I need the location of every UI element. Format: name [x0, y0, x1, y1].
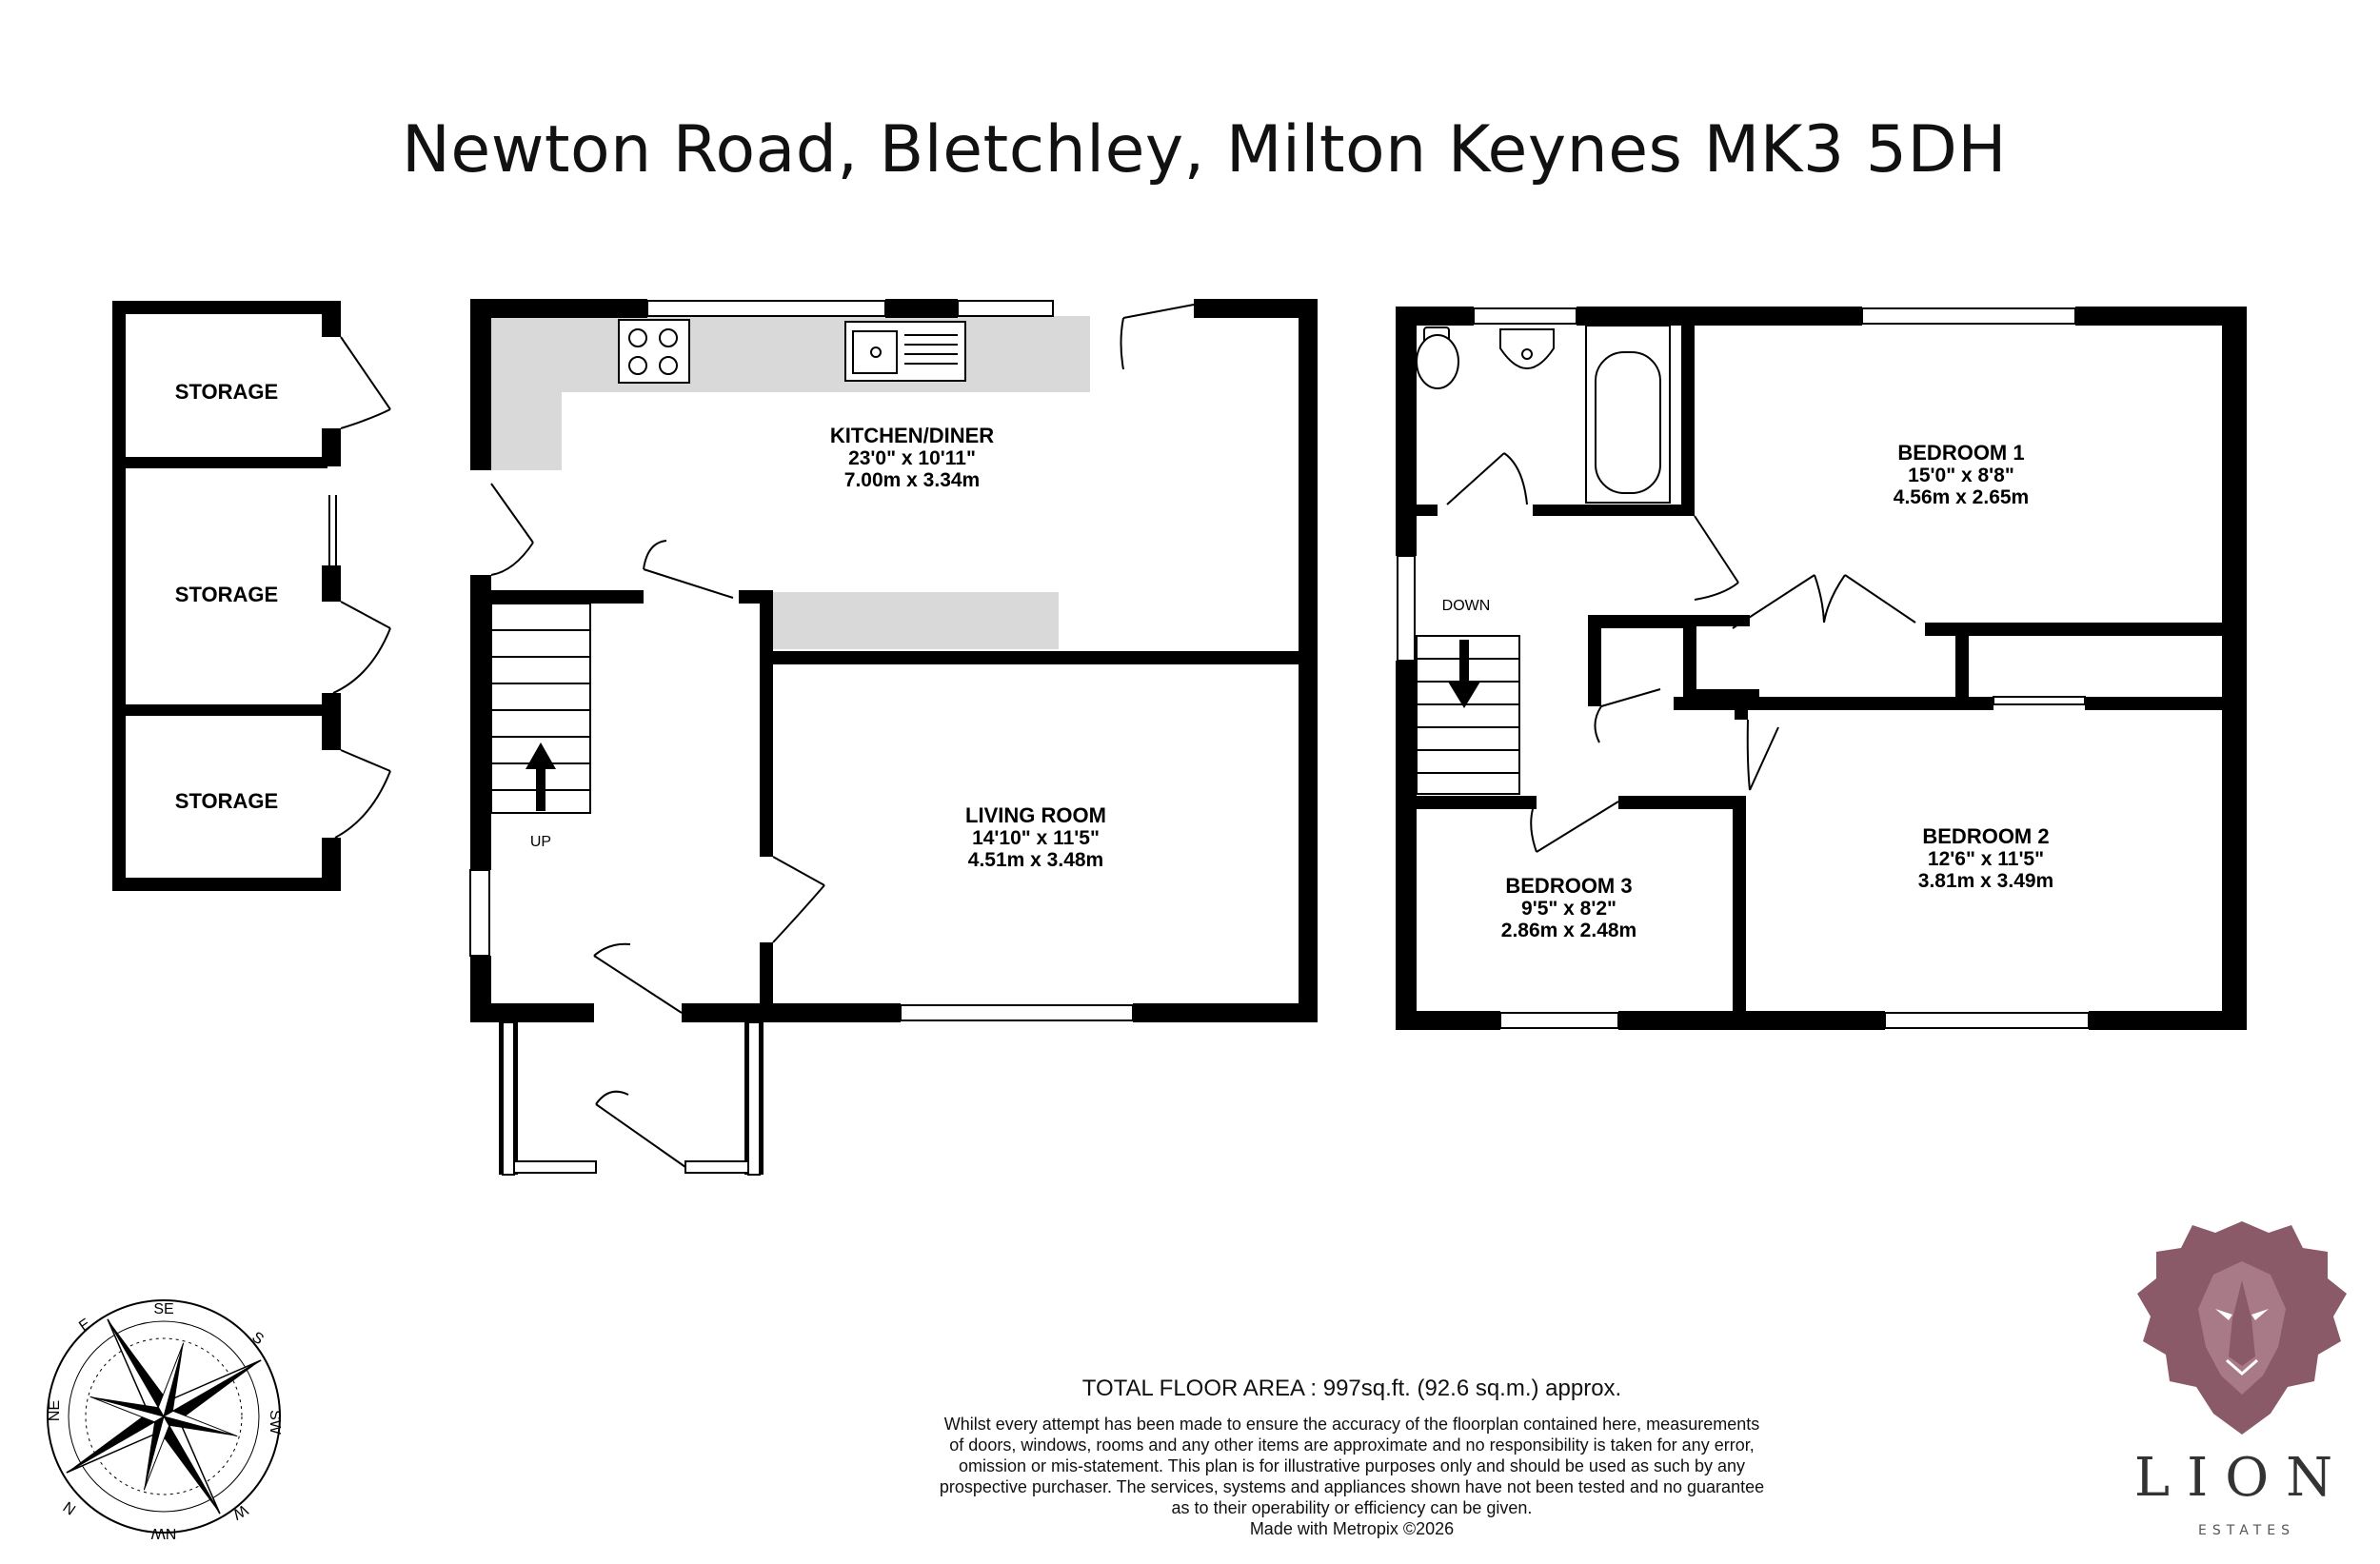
kitchen-metric: 7.00m x 3.34m [844, 469, 980, 491]
bedroom1-name: BEDROOM 1 [1897, 441, 2024, 465]
first-doors [1446, 452, 1916, 853]
kitchen-worktop [491, 316, 1090, 470]
logo-word: LION [2133, 1447, 2350, 1509]
total-floor-area: TOTAL FLOOR AREA : 997sq.ft. (92.6 sq.m.… [1081, 1376, 1622, 1401]
lion-logo-icon [2137, 1221, 2347, 1435]
compass-icon: SE S SW W NW N NE E [47, 1299, 283, 1541]
arrow-up-icon [526, 742, 556, 811]
disclaimer-line: omission or mis-statement. This plan is … [958, 1456, 1746, 1475]
compass-label-se: SE [153, 1301, 173, 1317]
living-name: LIVING ROOM [965, 803, 1106, 827]
disclaimer: Whilst every attempt has been made to en… [704, 1414, 1999, 1539]
disclaimer-line: as to their operability or efficiency ca… [1171, 1498, 1533, 1517]
bathroom-fixtures [1416, 325, 1671, 504]
compass-label-sw: SW [267, 1410, 283, 1435]
toilet-icon [1416, 334, 1459, 389]
kitchen-imperial: 23'0" x 10'11" [848, 447, 976, 469]
stairs-down-label: DOWN [1442, 598, 1491, 614]
bedroom2-metric: 3.81m x 3.49m [1918, 870, 2053, 892]
compass-label-ne: NE [47, 1400, 63, 1421]
storage-doors [328, 336, 391, 839]
storage-label-3: STORAGE [175, 789, 278, 813]
bedroom1-metric: 4.56m x 2.65m [1894, 486, 2029, 508]
compass-label-w: W [229, 1501, 250, 1523]
arrow-down-icon [1448, 640, 1480, 708]
first-floor: DOWN BEDROOM 1 15'0" x 8'8" 4.56m x 2.65… [1396, 307, 2247, 1030]
compass-label-nw: NW [150, 1525, 177, 1541]
ground-doors [490, 304, 1195, 1168]
bedroom3-metric: 2.86m x 2.48m [1501, 920, 1636, 941]
bedroom3-imperial: 9'5" x 8'2" [1521, 898, 1616, 920]
compass-label-e: E [76, 1316, 93, 1335]
sink [844, 321, 966, 382]
compass-label-s: S [248, 1329, 266, 1348]
plan-title: Newton Road, Bletchley, Milton Keynes MK… [402, 112, 2007, 188]
disclaimer-line: Whilst every attempt has been made to en… [943, 1415, 1760, 1434]
disclaimer-line: prospective purchaser. The services, sys… [939, 1477, 1765, 1496]
logo-sub: ESTATES [2198, 1523, 2295, 1538]
bedroom2-name: BEDROOM 2 [1922, 824, 2049, 848]
bedroom1-imperial: 15'0" x 8'8" [1908, 465, 2014, 486]
bedroom3-name: BEDROOM 3 [1505, 874, 1632, 898]
living-imperial: 14'10" x 11'5" [972, 827, 1100, 849]
storage-label-1: STORAGE [175, 380, 278, 404]
hob [618, 319, 690, 384]
stairs-up-label: UP [530, 834, 551, 850]
storage-label-2: STORAGE [175, 583, 278, 606]
disclaimer-line: of doors, windows, rooms and any other i… [949, 1435, 1755, 1455]
disclaimer-line: Made with Metropix ©2026 [1249, 1519, 1455, 1538]
kitchen-counter [773, 592, 1059, 649]
kitchen-name: KITCHEN/DINER [830, 424, 994, 447]
storage-block [112, 301, 341, 891]
ground-floor: UP KITCHEN/DINER 23'0" x 10'11" 7.00m x … [469, 299, 1318, 1176]
living-metric: 4.51m x 3.48m [968, 849, 1103, 871]
compass-label-n: N [61, 1497, 79, 1517]
bedroom2-imperial: 12'6" x 11'5" [1928, 848, 2044, 870]
